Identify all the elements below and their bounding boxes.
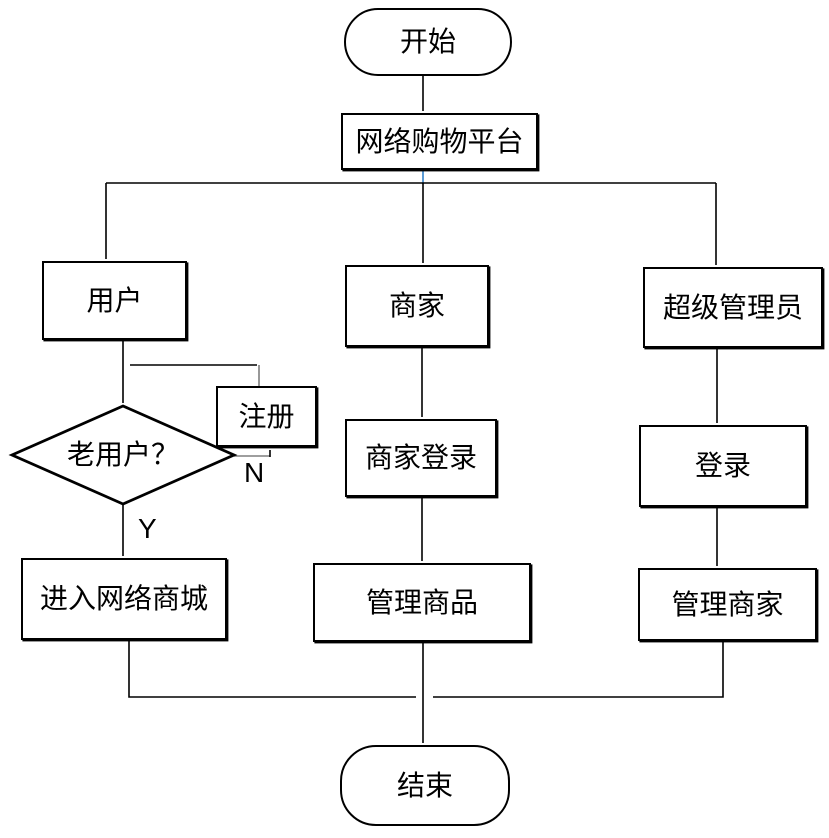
- node-manage-products-label: 管理商品: [365, 586, 478, 618]
- node-start-label: 开始: [399, 26, 456, 57]
- node-enter-mall-label: 进入网络商城: [39, 583, 208, 614]
- node-login-label: 登录: [694, 450, 751, 481]
- node-login: 登录: [639, 425, 807, 507]
- node-manage-merchants-label: 管理商家: [671, 588, 784, 620]
- node-register-label: 注册: [238, 400, 295, 432]
- node-end-label: 结束: [396, 769, 453, 801]
- node-platform-label: 网络购物平台: [355, 125, 524, 157]
- decision-old-user: 老用户？: [13, 440, 233, 470]
- edge-merchants-merge: [433, 641, 724, 698]
- edge-label-yes: Y: [136, 513, 159, 544]
- node-platform: 网络购物平台: [341, 113, 538, 170]
- decision-diamond-shape: [8, 404, 238, 506]
- node-enter-mall: 进入网络商城: [21, 558, 227, 640]
- node-merchant-label: 商家: [388, 290, 445, 321]
- node-manage-products: 管理商品: [313, 563, 531, 642]
- node-register: 注册: [216, 386, 317, 447]
- node-start: 开始: [344, 8, 512, 76]
- node-user-label: 用户: [86, 284, 143, 316]
- node-manage-merchants: 管理商家: [638, 568, 817, 641]
- node-user: 用户: [42, 261, 187, 340]
- node-admin-label: 超级管理员: [662, 291, 803, 323]
- decision-old-user-label: 老用户？: [66, 439, 179, 470]
- node-merchant-login-label: 商家登录: [364, 442, 477, 473]
- node-merchant: 商家: [345, 265, 489, 347]
- node-merchant-login: 商家登录: [345, 419, 497, 497]
- node-end: 结束: [340, 745, 510, 826]
- edge-label-no: N: [242, 457, 267, 488]
- edge-mall-merge: [128, 640, 416, 698]
- node-admin: 超级管理员: [643, 267, 823, 348]
